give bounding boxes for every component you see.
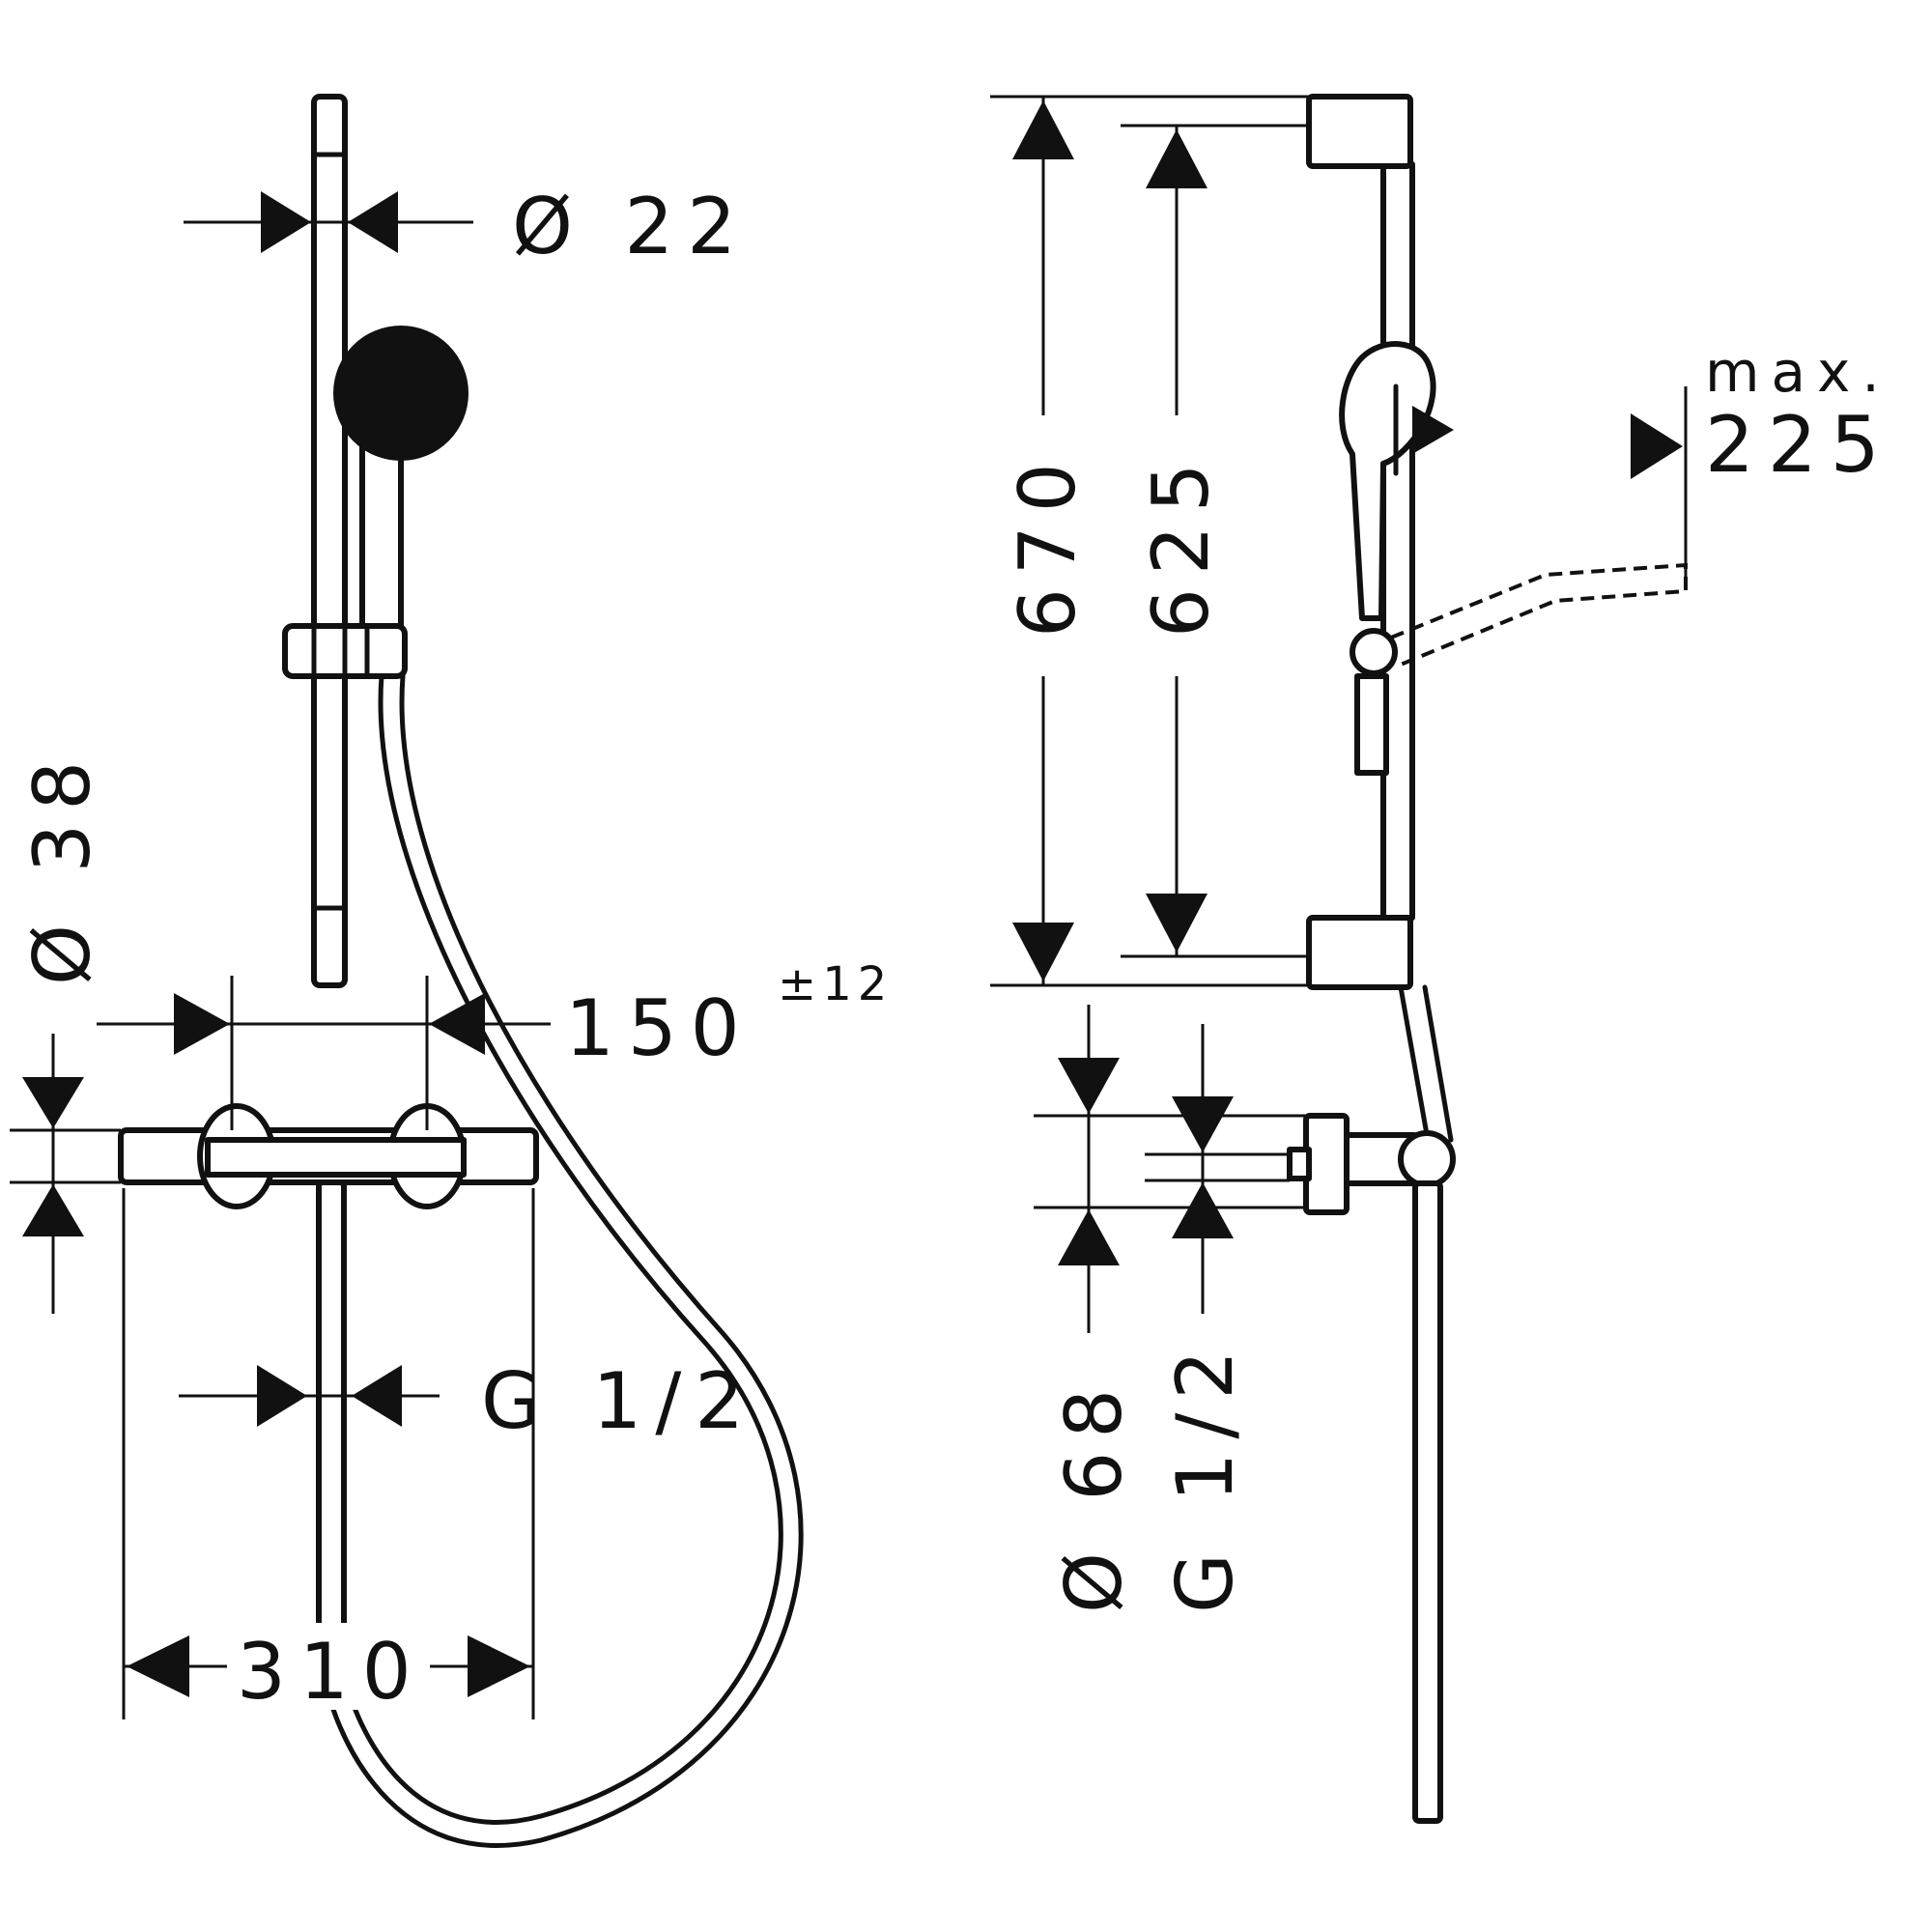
mixer-width-label: 310 [237, 1627, 425, 1717]
dim-rail-diameter: Ø 22 [184, 182, 750, 271]
dim-rail-overall-height: 670 [990, 95, 1309, 987]
side-connector [1287, 984, 1456, 1824]
connector-thread-label: G 1/2 [1160, 1337, 1250, 1613]
rail-slider [282, 623, 408, 679]
projection-prefix-label: max. [1705, 339, 1891, 405]
bracket-spacing-label: 625 [1136, 449, 1226, 638]
dim-projection: max. 225 [1631, 339, 1893, 580]
front-view: Ø 22 Ø 38 150 ±12 G 1/2 [10, 94, 893, 1848]
side-view: 670 625 max. 225 Ø 68 [990, 94, 1893, 1824]
inlet-spacing-label: 150 [565, 983, 753, 1073]
projection-value-label: 225 [1705, 400, 1893, 490]
projected-hand-shower [1390, 562, 1688, 668]
outlet-thread-label: G 1/2 [481, 1356, 757, 1446]
inlet-tolerance-label: ±12 [778, 957, 893, 1011]
shower-hose [316, 673, 804, 1848]
connector-diameter-label: Ø 68 [1049, 1376, 1139, 1613]
dim-inlet-spacing: 150 ±12 [97, 957, 893, 1130]
dim-connector-diameter: Ø 68 [1034, 1005, 1306, 1613]
side-holder [1339, 341, 1454, 776]
hand-shower [333, 326, 469, 679]
dim-outlet-thread: G 1/2 [179, 1356, 757, 1446]
thermostat-mixer [118, 1103, 539, 1688]
side-rail [1306, 94, 1415, 990]
rail-overall-height-label: 670 [1003, 449, 1093, 638]
dim-bracket-spacing: 625 [1121, 124, 1309, 958]
valve-diameter-label: Ø 38 [17, 748, 107, 985]
slide-rail [311, 94, 348, 988]
dim-connector-thread: G 1/2 [1145, 1024, 1290, 1613]
rail-diameter-label: Ø 22 [512, 182, 750, 271]
dim-mixer-width: 310 [122, 1188, 535, 1719]
dim-valve-diameter: Ø 38 [10, 748, 121, 1314]
